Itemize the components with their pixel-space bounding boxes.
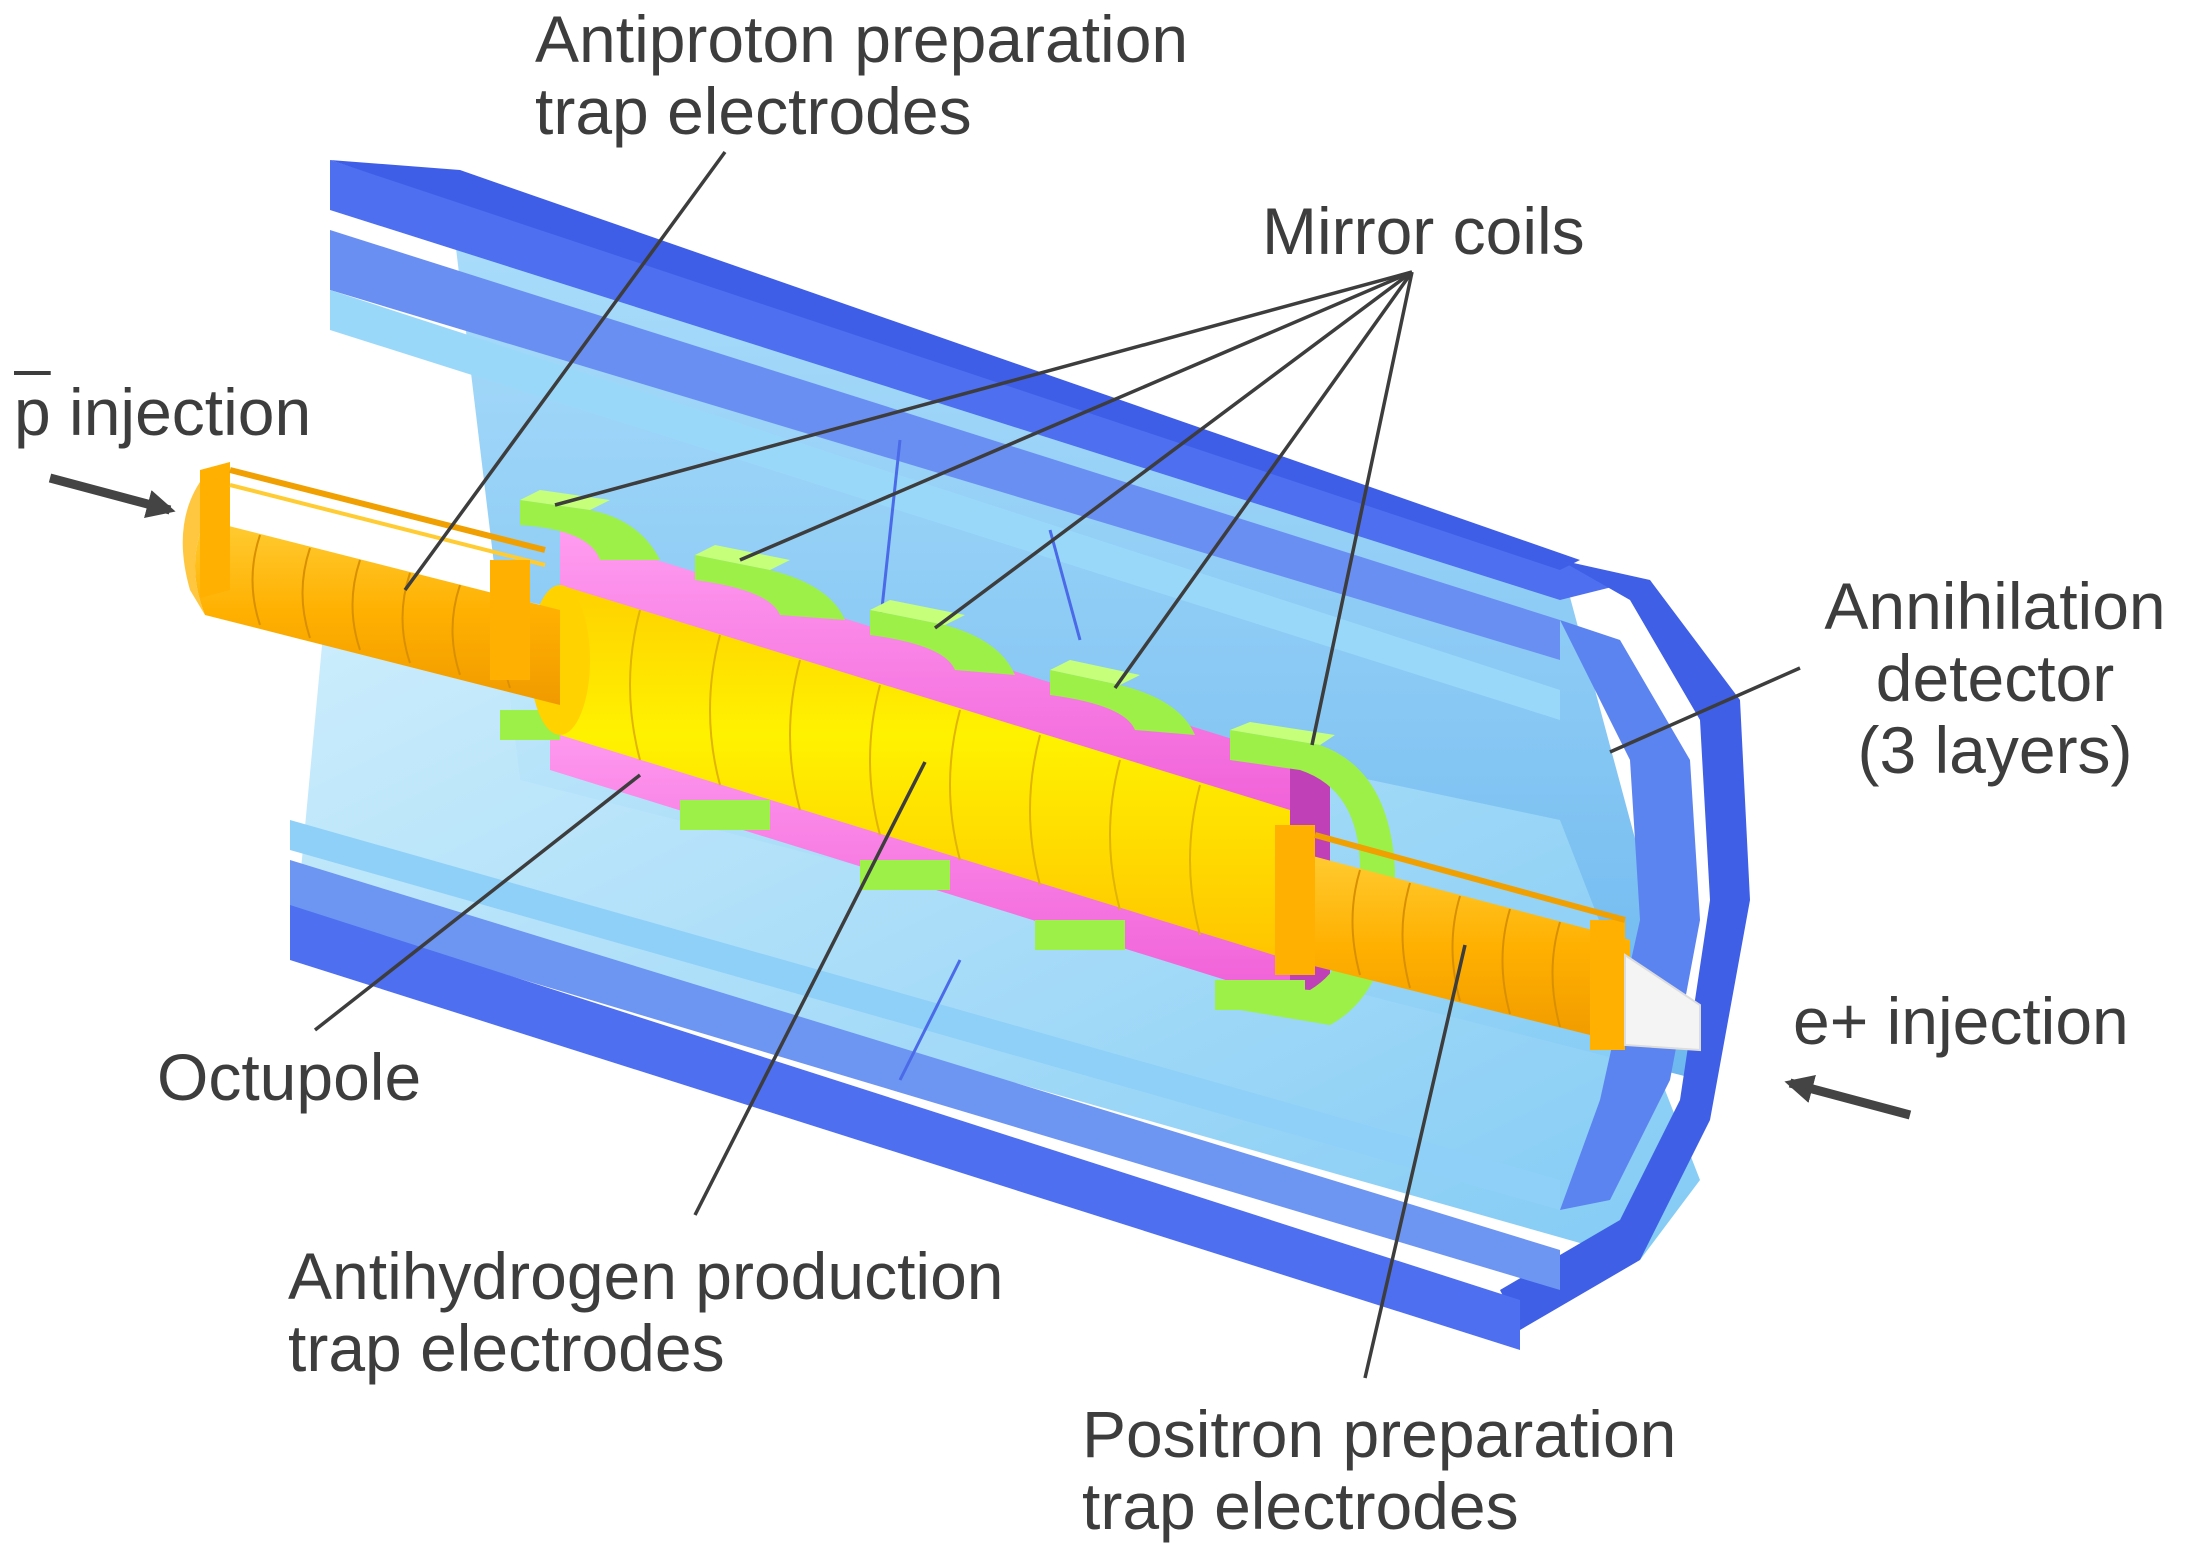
mirror-coil-4	[1050, 660, 1195, 735]
mirror-coil-lower-2	[680, 800, 770, 830]
label-antihydrogen-line1: Antihydrogen production	[288, 1239, 1004, 1313]
label-positron-line1: Positron preparation	[1082, 1397, 1677, 1471]
callout-mirror-coil-3	[933, 270, 1414, 630]
production-trap-cylinder	[545, 585, 1290, 960]
label-annihilation-detector: Annihilation detector (3 layers)	[1800, 570, 2190, 786]
callout-annihilation-detector	[1609, 666, 1801, 754]
mirror-coil-3	[870, 600, 1015, 675]
callout-positron-prep	[1363, 944, 1467, 1379]
octupole-upper-bar	[560, 530, 1300, 820]
label-mirror-coils: Mirror coils	[1262, 194, 1585, 268]
positron-trap-flange-left	[1275, 825, 1315, 975]
mirror-coil-lower-3	[860, 860, 950, 890]
pbar-symbol: p	[14, 375, 51, 449]
label-annihilation-line1: Annihilation	[1824, 569, 2166, 643]
label-positron-preparation: Positron preparation trap electrodes	[1082, 1398, 1676, 1542]
detector-top-layer-2	[330, 230, 1560, 660]
label-antiproton-line2: trap electrodes	[535, 74, 972, 148]
callout-antiproton-prep	[403, 150, 727, 592]
antiproton-trap-flange	[490, 560, 530, 680]
eplus-injection-arrow	[1784, 1075, 1912, 1120]
detector-right-rim-inner	[1560, 620, 1700, 1210]
pbar-injection-text: injection	[50, 375, 312, 449]
label-antiproton-line1: Antiproton preparation	[535, 2, 1189, 76]
positron-preparation-trap	[1275, 825, 1701, 1052]
production-trap-rings	[629, 609, 1201, 936]
antiproton-preparation-trap	[182, 462, 560, 705]
label-pbar-injection: p injection	[14, 376, 311, 448]
positron-trap-cylinder	[1290, 850, 1630, 1045]
callout-mirror-coil-5	[1310, 271, 1414, 746]
callout-mirror-coil-2	[739, 270, 1413, 562]
label-octupole: Octupole	[157, 1040, 422, 1114]
label-annihilation-line2: detector	[1875, 641, 2115, 715]
label-annihilation-line3: (3 layers)	[1857, 713, 2133, 787]
detector-right-rim	[1500, 560, 1750, 1330]
label-antihydrogen-production: Antihydrogen production trap electrodes	[288, 1240, 1004, 1384]
detector-seam-3	[898, 959, 962, 1081]
antiproton-trap-rail-2	[229, 483, 546, 567]
callout-mirror-coil-4	[1113, 270, 1414, 690]
label-positron-line2: trap electrodes	[1082, 1469, 1519, 1543]
positron-trap-rail	[1314, 832, 1626, 923]
callout-lines	[313, 150, 1801, 1379]
mirror-coil-1	[520, 490, 660, 560]
antiproton-trap-cylinder	[195, 520, 560, 705]
label-eplus-injection: e+ injection	[1793, 984, 2129, 1058]
label-antihydrogen-line2: trap electrodes	[288, 1311, 725, 1385]
antiproton-trap-rail-1	[229, 467, 546, 553]
detector-bottom-layer-1	[290, 820, 1560, 1210]
detector-top-layer-3	[330, 290, 1560, 720]
mirror-coil-lower-5	[1215, 980, 1305, 1010]
pbar-injection-arrow	[48, 473, 176, 518]
detector-bottom-layer-2	[290, 860, 1560, 1290]
detector-top-layer-1	[330, 160, 1640, 600]
detector-seam-2	[1048, 529, 1082, 641]
detector-bottom-layer-3	[290, 905, 1520, 1350]
callout-mirror-coil-1	[554, 270, 1413, 507]
callout-antihydrogen-prod	[693, 761, 927, 1216]
positron-trap-rings	[1351, 869, 1561, 1028]
antiproton-trap-open-end	[182, 475, 205, 615]
label-antiproton-preparation: Antiproton preparation trap electrodes	[535, 3, 1188, 147]
positron-injection-funnel	[1624, 953, 1701, 1052]
callout-octupole	[313, 773, 642, 1032]
antiproton-trap-rim	[200, 462, 230, 598]
mirror-coil-lower-4	[1035, 920, 1125, 950]
positron-trap-flange-right	[1590, 920, 1625, 1050]
